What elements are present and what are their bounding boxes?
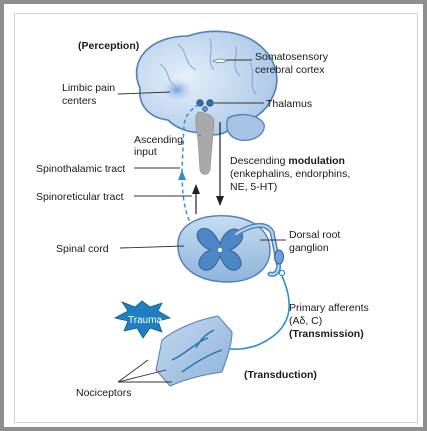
nociceptors-label: Nociceptors <box>76 387 131 399</box>
brainstem <box>196 112 214 175</box>
transmission-label: (Transmission) <box>289 328 364 340</box>
dorsal-root-label-line2: ganglion <box>289 242 329 254</box>
limbic-region <box>161 78 193 102</box>
somatosensory-label-line2: cerebral cortex <box>255 64 325 76</box>
limbic-label-line1: Limbic pain <box>62 82 115 94</box>
afferent-junction <box>279 270 284 275</box>
spinothalamic-label: Spinothalamic tract <box>36 163 125 175</box>
descending-label-line3: NE, 5-HT) <box>230 181 277 193</box>
dorsal-root-ganglion <box>275 250 284 264</box>
somatosensory-region <box>213 59 226 62</box>
limbic-label-line2: centers <box>62 95 96 107</box>
descending-arrowhead <box>216 196 224 206</box>
thalamus-label: Thalamus <box>266 98 312 110</box>
descending-label-line1: Descending modulation <box>230 155 345 167</box>
descending-label-line2: (enkephalins, endorphins, <box>230 168 350 180</box>
ascending-label-line1: Ascending <box>134 134 183 146</box>
spinothalamic-arrowhead <box>178 170 186 180</box>
dorsal-root-label-line1: Dorsal root <box>289 229 340 241</box>
primary-afferents-label-line2: (Aδ, C) <box>289 315 322 327</box>
perception-label: (Perception) <box>78 40 139 52</box>
somatosensory-label-line1: Somatosensory <box>255 51 329 63</box>
transduction-label: (Transduction) <box>244 369 317 381</box>
trauma-label: Trauma <box>128 315 163 326</box>
primary-afferent-fiber <box>224 276 289 349</box>
ascending-label-line2: input <box>134 146 157 158</box>
spinal-cord-label: Spinal cord <box>56 243 109 255</box>
spinoreticular-arrowhead <box>192 184 200 194</box>
primary-afferents-label-line1: Primary afferents <box>289 302 369 314</box>
spinoreticular-label: Spinoreticular tract <box>36 191 124 203</box>
